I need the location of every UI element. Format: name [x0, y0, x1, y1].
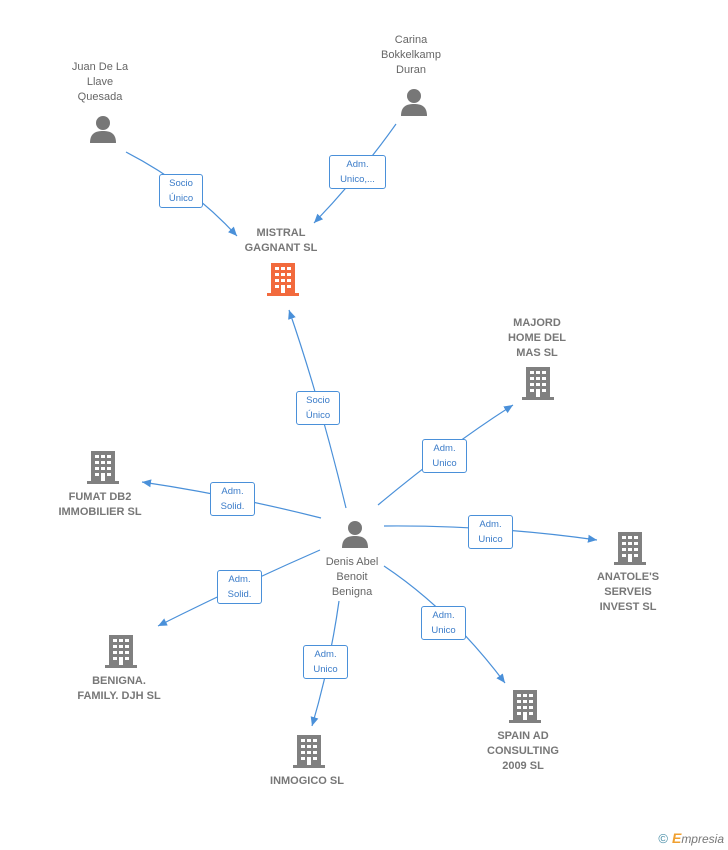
person-icon: [342, 521, 368, 548]
building-icon: [87, 451, 119, 484]
building-icon: [105, 635, 137, 668]
edge-label-denis-spain[interactable]: Adm. Unico: [421, 606, 466, 640]
brand-name: mpresia: [681, 832, 724, 846]
company-label: ANATOLE'S SERVEIS INVEST SL: [596, 571, 660, 613]
company-label: INMOGICO SL: [270, 775, 344, 787]
building-icon: [293, 735, 325, 768]
person-icon: [401, 89, 427, 116]
person-label: Carina Bokkelkamp Duran: [381, 34, 441, 76]
building-icon: [522, 367, 554, 400]
edge-label-denis-anatole[interactable]: Adm. Unico: [468, 515, 513, 549]
company-label: MISTRAL GAGNANT SL: [244, 227, 318, 254]
building-icon: [267, 263, 299, 296]
edge-label-juan-mistral[interactable]: Socio Único: [159, 174, 203, 208]
person-label: Denis Abel Benoit Benigna: [325, 556, 379, 598]
person-icon: [90, 116, 116, 143]
person-label: Juan De La Llave Quesada: [71, 61, 129, 103]
company-label: SPAIN AD CONSULTING 2009 SL: [487, 730, 559, 772]
building-icon: [614, 532, 646, 565]
copyright-icon: ©: [658, 831, 668, 846]
edge-label-denis-majord[interactable]: Adm. Unico: [422, 439, 467, 473]
edge-label-denis-mistral[interactable]: Socio Único: [296, 391, 340, 425]
company-label: FUMAT DB2 IMMOBILIER SL: [58, 491, 142, 518]
company-label: BENIGNA. FAMILY. DJH SL: [77, 675, 161, 702]
edge-label-denis-benigna[interactable]: Adm. Solid.: [217, 570, 262, 604]
edge-label-carina-mistral[interactable]: Adm. Unico,...: [329, 155, 386, 189]
brand-watermark: ©Empresia: [658, 830, 724, 846]
company-label: MAJORD HOME DEL MAS SL: [507, 317, 567, 359]
edge-label-denis-inmogico[interactable]: Adm. Unico: [303, 645, 348, 679]
building-icon: [509, 690, 541, 723]
edge-label-denis-fumat[interactable]: Adm. Solid.: [210, 482, 255, 516]
brand-initial: E: [671, 830, 682, 846]
